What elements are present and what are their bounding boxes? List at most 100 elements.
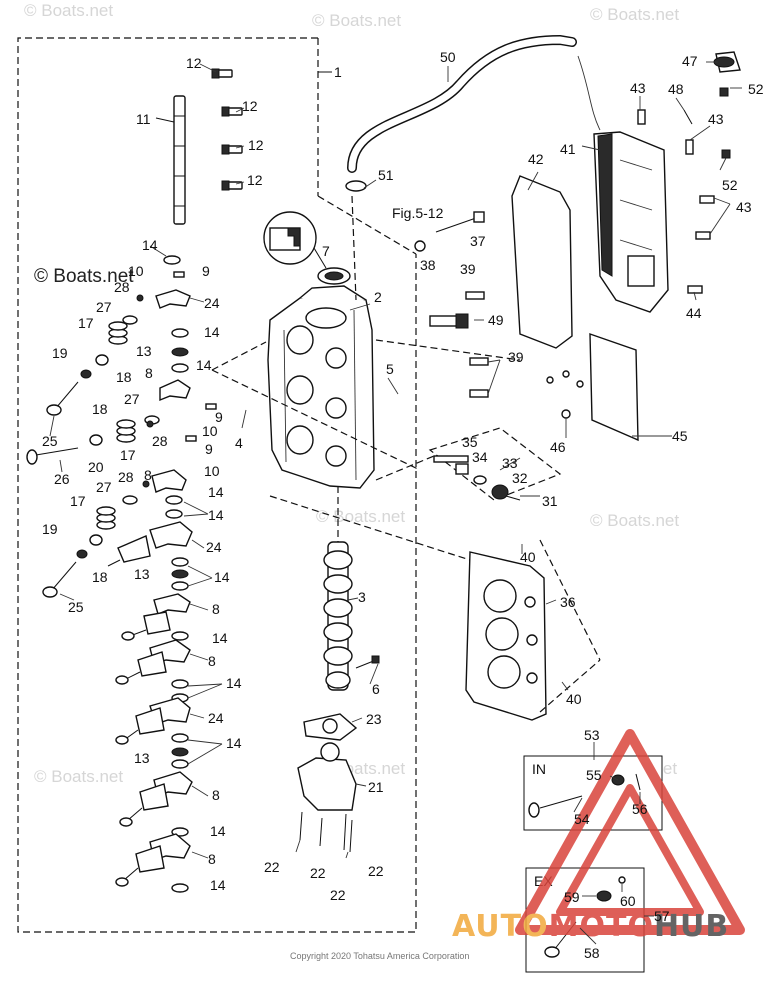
callout-47: 47: [682, 53, 698, 69]
cover-plate-part: [546, 333, 639, 442]
watermark-text-bold: © Boats.net: [34, 266, 134, 287]
callout-35: 35: [462, 434, 478, 450]
callout-39: 39: [508, 349, 524, 365]
callout-40: 40: [566, 691, 582, 707]
head-gasket-part: [465, 551, 547, 721]
callout-53: 53: [584, 727, 600, 743]
callout-13: 13: [134, 750, 150, 766]
callout-13: 13: [134, 566, 150, 582]
callout-33: 33: [502, 455, 518, 471]
callout-31: 31: [542, 493, 558, 509]
callout-8: 8: [208, 851, 216, 867]
callout-37: 37: [470, 233, 486, 249]
callout-56: 56: [632, 801, 648, 817]
callout-28: 28: [118, 469, 134, 485]
callout-40: 40: [520, 549, 536, 565]
callout-17: 17: [78, 315, 94, 331]
brand-part-moto: MOTO: [549, 909, 654, 944]
callout-11: 11: [136, 111, 151, 127]
callout-58: 58: [584, 945, 600, 961]
brand-part-auto: AUTO: [452, 909, 549, 944]
valve-train-parts: [26, 255, 217, 598]
callout-20: 20: [88, 459, 104, 475]
camshaft-part: [323, 486, 353, 691]
lower-valve-stack: [107, 495, 193, 893]
callout-44: 44: [686, 305, 702, 321]
automotohub-logo: AUTOMOTOHUB: [452, 729, 745, 944]
callout-59: 59: [564, 889, 580, 905]
callout-14: 14: [212, 630, 228, 646]
callout-22: 22: [310, 865, 326, 881]
callout-22: 22: [330, 887, 346, 903]
callout-14: 14: [210, 877, 226, 893]
callout-24: 24: [206, 539, 222, 555]
callout-50: 50: [440, 49, 456, 65]
callout-8: 8: [212, 601, 220, 617]
callout-5: 5: [386, 361, 394, 377]
callout-22: 22: [264, 859, 280, 875]
callout-8: 8: [208, 653, 216, 669]
callout-25: 25: [42, 433, 58, 449]
callout-8: 8: [212, 787, 220, 803]
watermark-text: © Boats.net: [34, 767, 123, 786]
inset-in-label: IN: [532, 761, 546, 777]
callout-23: 23: [366, 711, 382, 727]
callout-14: 14: [226, 735, 242, 751]
callout-39: 39: [460, 261, 476, 277]
callout-38: 38: [420, 257, 436, 273]
callout-14: 14: [226, 675, 242, 691]
callout-9: 9: [215, 409, 223, 425]
head-cover-gasket-part: [511, 175, 573, 349]
callout-34: 34: [472, 449, 488, 465]
callout-57: 57: [654, 908, 670, 924]
brand-text: AUTOMOTOHUB: [452, 909, 729, 944]
callout-14: 14: [214, 569, 230, 585]
watermark-text: © Boats.net: [312, 11, 401, 30]
callout-12: 12: [242, 98, 258, 114]
callout-52: 52: [722, 177, 738, 193]
rocker-shaft-part: [155, 95, 186, 225]
callout-24: 24: [204, 295, 220, 311]
copyright-text: Copyright 2020 Tohatsu America Corporati…: [290, 951, 469, 961]
callout-numbers: 1 2 3 4 5 6 7 8 8 8 8 8 8 9 9 9 10 10 10…: [42, 49, 764, 961]
callout-2: 2: [374, 289, 382, 305]
callout-4: 4: [235, 435, 243, 451]
callout-54: 54: [574, 811, 590, 827]
callout-17: 17: [70, 493, 86, 509]
watermark-text: © Boats.net: [24, 1, 113, 20]
callout-51: 51: [378, 167, 394, 183]
callout-42: 42: [528, 151, 544, 167]
cylinder-head-assembly-box: [17, 37, 417, 933]
watermark-text: © Boats.net: [590, 5, 679, 24]
leader-lines: [49, 61, 742, 945]
head-cover-part: [593, 131, 669, 313]
callout-10: 10: [128, 263, 144, 279]
cylinder-head-part: [267, 285, 375, 489]
callout-14: 14: [210, 823, 226, 839]
callout-18: 18: [92, 401, 108, 417]
callout-49: 49: [488, 312, 504, 328]
callout-7: 7: [322, 243, 330, 259]
callout-43: 43: [708, 111, 724, 127]
oil-seal-part: [263, 211, 351, 285]
callout-8: 8: [144, 467, 152, 483]
callout-46: 46: [550, 439, 566, 455]
callout-24: 24: [208, 710, 224, 726]
callout-19: 19: [52, 345, 68, 361]
callout-27: 27: [96, 299, 112, 315]
bolt-39-parts: [465, 291, 489, 398]
callout-27: 27: [96, 479, 112, 495]
breather-hose-part: [345, 34, 601, 301]
oil-pump-part: [297, 713, 358, 853]
bolt-37-part: [414, 211, 485, 252]
callout-27: 27: [124, 391, 140, 407]
bolt-parts: [211, 68, 243, 191]
callout-9: 9: [202, 263, 210, 279]
callout-17: 17: [120, 447, 136, 463]
callout-12: 12: [186, 55, 202, 71]
callout-60: 60: [620, 893, 636, 909]
callout-8: 8: [145, 365, 153, 381]
spark-plug-part: [429, 313, 469, 329]
callout-18: 18: [116, 369, 132, 385]
